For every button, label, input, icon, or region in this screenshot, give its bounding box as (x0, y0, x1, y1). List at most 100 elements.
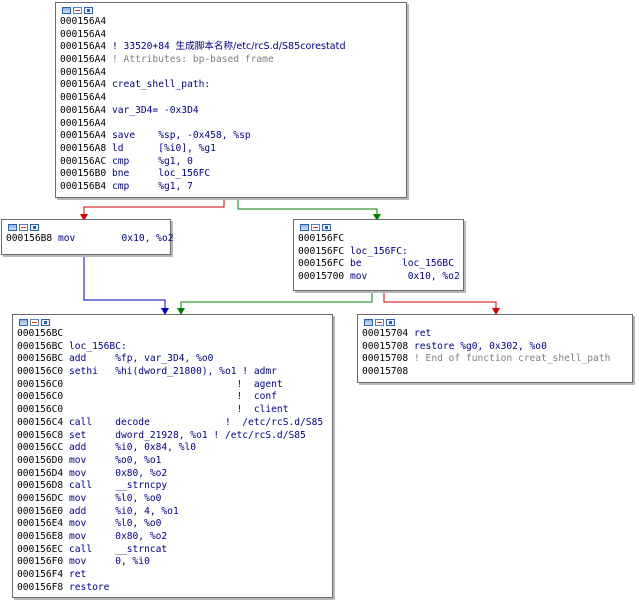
graph-view-icon[interactable] (364, 318, 373, 326)
code-line[interactable]: 000156A4 save %sp, -0x458, %sp (60, 130, 402, 143)
code-line[interactable]: 000156C0 sethi %hi(dword_21800), %o1 ! a… (17, 366, 328, 379)
code-line[interactable]: 00015704 ret (362, 328, 628, 341)
code-line[interactable]: 000156A4 (60, 118, 402, 131)
address: 000156A4 (60, 28, 107, 40)
arrow-head (177, 308, 185, 315)
address: 000156C4 (17, 416, 64, 428)
code-line[interactable]: 000156E4 mov %l0, %o0 (17, 518, 328, 531)
group-icon[interactable] (386, 318, 395, 326)
address: 000156EC (17, 543, 64, 555)
edit-icon[interactable] (30, 318, 39, 326)
address: 000156C8 (17, 429, 64, 441)
edge-left-to-bottom (83, 254, 166, 312)
code-line[interactable]: 000156F4 ret (17, 569, 328, 582)
address: 00015708 (362, 340, 409, 352)
address: 000156DC (17, 492, 64, 504)
code-line[interactable]: 000156A4 (60, 29, 402, 42)
code-line[interactable]: 000156D0 mov %o0, %o1 (17, 455, 328, 468)
graph-view-icon[interactable] (300, 223, 309, 231)
code-line[interactable]: 000156B8 mov 0x10, %o2 (6, 233, 174, 246)
address: 000156A8 (60, 142, 107, 154)
code-line[interactable]: 000156C4 call decode ! /etc/rcS.d/S85 (17, 417, 328, 430)
node-loc-156b8[interactable]: 000156B8 mov 0x10, %o2 (1, 219, 174, 255)
instruction: bne loc_156FC (106, 168, 211, 180)
code-line[interactable]: 000156A4 ! 33520+84 生成脚本名称/etc/rcS.d/S85… (60, 41, 402, 54)
instruction: call __strncpy (63, 480, 168, 492)
instruction: loc_156BC: (63, 340, 127, 352)
code-line[interactable]: 000156FC be loc_156BC (298, 258, 459, 271)
address: 000156E8 (17, 531, 64, 542)
code-line[interactable]: 000156FC (298, 233, 459, 246)
edit-icon[interactable] (73, 6, 82, 14)
code-line[interactable]: 000156C0 ! client (17, 404, 328, 417)
instruction: cmp %g1, 7 (106, 180, 193, 192)
code-line[interactable]: 000156D4 mov 0x80, %o2 (17, 468, 328, 481)
edge-right-to-bottom-right (383, 290, 497, 312)
graph-view-icon[interactable] (19, 318, 28, 326)
code-line[interactable]: 000156D8 call __strncpy (17, 480, 328, 493)
address: 000156B8 (6, 233, 53, 244)
code-line[interactable]: 000156CC add %i0, 0x84, %l0 (17, 442, 328, 455)
graph-view-icon[interactable] (8, 223, 17, 231)
instruction: var_3D4= -0x3D4 (106, 104, 199, 116)
instruction: save %sp, -0x458, %sp (106, 130, 251, 142)
code-line[interactable]: 000156EC call __strncat (17, 544, 328, 557)
edit-icon[interactable] (311, 223, 320, 231)
code-line[interactable]: 000156C8 set dword_21928, %o1 ! /etc/rcS… (17, 430, 328, 443)
code-line[interactable]: 000156A4 (60, 92, 402, 105)
edge-right-to-bottom-left (180, 290, 373, 312)
edit-icon[interactable] (19, 223, 28, 231)
group-icon[interactable] (322, 223, 331, 231)
address: 000156F8 (17, 581, 64, 593)
node-header (358, 315, 632, 328)
code-line[interactable]: 000156B4 cmp %g1, 7 (60, 181, 402, 194)
code-line[interactable]: 00015708 ! End of function creat_shell_p… (362, 353, 628, 366)
instruction: sethi %hi(dword_21800), %o1 ! admr (63, 366, 277, 378)
code-line[interactable]: 000156A4 var_3D4= -0x3D4 (60, 105, 402, 118)
code-line[interactable]: 00015700 mov 0x10, %o2 (298, 271, 460, 284)
node-header (13, 315, 332, 328)
instruction: restore (63, 581, 110, 593)
code-line[interactable]: 000156A8 ld [%i0], %g1 (60, 143, 402, 156)
instruction: cmp %g1, 0 (106, 155, 193, 167)
edit-icon[interactable] (375, 318, 384, 326)
code-line[interactable]: 000156E0 add %i0, 4, %o1 (17, 506, 328, 519)
code-line[interactable]: 000156FC loc_156FC: (298, 246, 459, 259)
code-line[interactable]: 000156F0 mov 0, %i0 (17, 556, 328, 569)
code-line[interactable]: 000156A4 ! Attributes: bp-based frame (60, 54, 402, 67)
code-line[interactable]: 000156A4 (60, 67, 402, 80)
graph-view-icon[interactable] (62, 6, 71, 14)
code-line[interactable]: 000156A4 (60, 16, 402, 29)
code-line[interactable]: 000156E8 mov 0x80, %o2 (17, 531, 328, 544)
address: 00015708 (362, 353, 409, 365)
code-line[interactable]: 000156A4 creat_shell_path: (60, 79, 402, 92)
code-line[interactable]: 00015708 (362, 366, 628, 379)
code-line[interactable]: 000156BC loc_156BC: (17, 341, 328, 354)
group-icon[interactable] (41, 318, 50, 326)
code-line[interactable]: 000156C0 ! agent (17, 379, 328, 392)
instruction: call decode ! /etc/rcS.d/S85 (63, 416, 324, 428)
code-line[interactable]: 000156DC mov %l0, %o0 (17, 493, 328, 506)
instruction: mov 0, %i0 (63, 556, 150, 568)
address: 000156C0 (17, 391, 64, 403)
arrow-head (80, 214, 88, 221)
code-line[interactable]: 00015708 restore %g0, 0x302, %o0 (362, 341, 628, 354)
group-icon[interactable] (84, 6, 93, 14)
code-line[interactable]: 000156C0 ! conf (17, 391, 328, 404)
code-line[interactable]: 000156BC (17, 328, 328, 341)
address: 000156C0 (17, 404, 64, 416)
group-icon[interactable] (30, 223, 39, 231)
code-line[interactable]: 000156BC add %fp, var_3D4, %o0 (17, 353, 328, 366)
code-line[interactable]: 000156F8 restore (17, 582, 328, 595)
code-line[interactable]: 000156B0 bne loc_156FC (60, 168, 402, 181)
instruction: add %i0, 4, %o1 (63, 505, 179, 517)
instruction: mov %o0, %o1 (63, 454, 162, 466)
instruction: ! client (63, 404, 289, 416)
code-line[interactable]: 000156AC cmp %g1, 0 (60, 156, 402, 169)
instruction: ld [%i0], %g1 (106, 142, 216, 154)
